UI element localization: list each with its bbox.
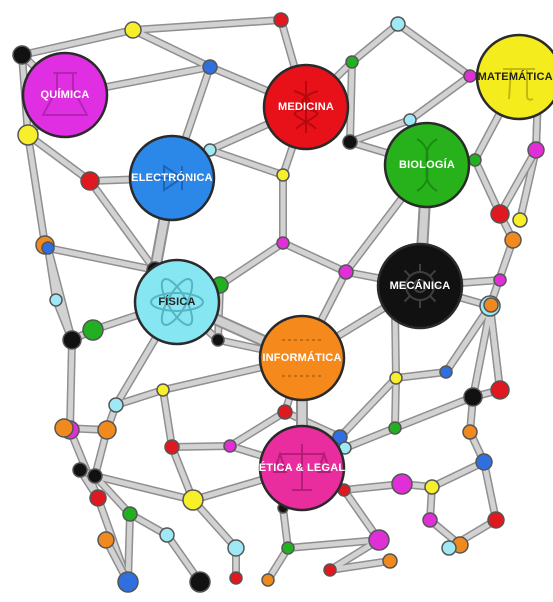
atom-node <box>390 372 402 384</box>
hub-informatica: INFORMÁTICA <box>260 316 344 400</box>
bond <box>220 243 283 285</box>
atom-node <box>228 540 244 556</box>
atom-node <box>346 56 358 68</box>
hub-electronica: ELECTRÓNICA <box>130 136 214 220</box>
atom-node <box>109 398 123 412</box>
hub-etica-legal: ÉTICA & LEGAL <box>259 426 346 510</box>
bond <box>133 30 210 67</box>
atom-node <box>464 70 476 82</box>
atom-node <box>262 574 274 586</box>
atom-node <box>505 232 521 248</box>
atom-node <box>440 366 452 378</box>
atom-node <box>18 125 38 145</box>
hub-biologia: BIOLOGÍA <box>385 123 469 207</box>
atom-node <box>183 490 203 510</box>
atom-node <box>282 542 294 554</box>
atom-node <box>391 17 405 31</box>
bond <box>283 243 346 272</box>
hub-mecanica: MECÁNICA <box>378 244 462 328</box>
atom-node <box>463 425 477 439</box>
atom-node <box>90 490 106 506</box>
bond <box>396 372 446 378</box>
hub-quimica: QUÍMICA <box>23 53 107 137</box>
atom-node <box>165 440 179 454</box>
hub-mecanica-label: MECÁNICA <box>390 279 451 292</box>
atom-node <box>203 60 217 74</box>
atom-node <box>484 298 498 312</box>
bond <box>484 462 496 520</box>
atom-node <box>160 528 174 542</box>
atom-node <box>277 169 289 181</box>
atom-node <box>488 512 504 528</box>
atom-node <box>469 154 481 166</box>
hub-medicina-label: MEDICINA <box>278 101 334 113</box>
atom-node <box>98 532 114 548</box>
hub-etica-legal-label: ÉTICA & LEGAL <box>259 461 346 474</box>
atom-node <box>88 469 102 483</box>
bond <box>28 135 45 245</box>
atom-node <box>389 422 401 434</box>
hub-fisica: FÍSICA <box>135 260 219 344</box>
atom-node <box>50 294 62 306</box>
bond <box>410 76 470 120</box>
atom-node <box>369 530 389 550</box>
atom-node <box>190 572 210 592</box>
hub-electronica-label: ELECTRÓNICA <box>131 171 213 184</box>
hub-matematicas: MATEMÁTICAS <box>477 35 553 119</box>
bond <box>22 30 133 55</box>
bond <box>395 378 396 428</box>
atom-node <box>81 172 99 190</box>
atom-node <box>224 440 236 452</box>
bond <box>352 24 398 62</box>
atom-node <box>125 22 141 38</box>
atom-node <box>277 237 289 249</box>
atom-node <box>383 554 397 568</box>
atom-node <box>513 213 527 227</box>
bond <box>70 340 72 430</box>
atom-node <box>123 507 137 521</box>
atom-node <box>491 381 509 399</box>
atom-node <box>98 421 116 439</box>
atom-node <box>230 572 242 584</box>
hub-quimica-label: QUÍMICA <box>40 88 89 101</box>
atom-node <box>274 13 288 27</box>
atom-node <box>442 541 456 555</box>
atom-node <box>118 572 138 592</box>
hub-fisica-label: FÍSICA <box>158 295 195 308</box>
atom-node <box>83 320 103 340</box>
atom-node <box>55 419 73 437</box>
bond <box>210 150 283 175</box>
hub-medicina: MEDICINA <box>264 65 348 149</box>
atom-node <box>212 334 224 346</box>
bond <box>395 397 473 428</box>
atom-node <box>42 242 54 254</box>
atom-node <box>343 135 357 149</box>
bond <box>345 428 395 448</box>
atom-node <box>278 405 292 419</box>
atom-node <box>423 513 437 527</box>
hub-informatica-label: INFORMÁTICA <box>262 351 341 364</box>
atom-node <box>425 480 439 494</box>
atom-node <box>494 274 506 286</box>
bond <box>172 446 230 447</box>
atom-node <box>73 463 87 477</box>
atom-node <box>464 388 482 406</box>
bond <box>350 62 352 142</box>
atom-node <box>491 205 509 223</box>
hub-matematicas-label: MATEMÁTICAS <box>478 70 553 83</box>
atom-node <box>392 474 412 494</box>
atom-node <box>324 564 336 576</box>
atom-node <box>528 142 544 158</box>
atom-node <box>13 46 31 64</box>
bond <box>398 24 470 76</box>
atom-node <box>339 265 353 279</box>
atom-node <box>476 454 492 470</box>
atom-node <box>63 331 81 349</box>
hub-biologia-label: BIOLOGÍA <box>399 158 455 171</box>
atom-node <box>157 384 169 396</box>
